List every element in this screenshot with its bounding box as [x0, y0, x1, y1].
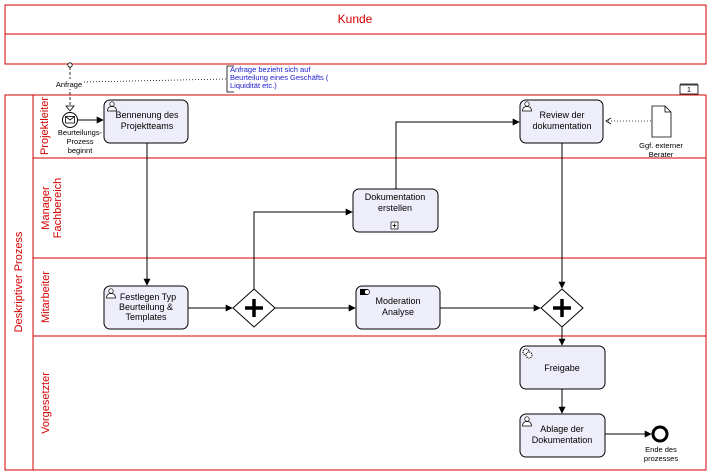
task-dokumentation[interactable]: Dokumentation erstellen [352, 188, 439, 233]
task-festlegen-label-1: Festlegen Typ [120, 292, 176, 302]
task-ablage-label-2: Dokumentation [532, 435, 593, 445]
task-freigabe-label: Freigabe [544, 363, 580, 373]
collapse-marker-label: 1 [687, 85, 691, 94]
start-event-label-3: beginnt [68, 146, 94, 155]
collapse-marker[interactable]: 1 [679, 83, 699, 95]
task-bennenung-label-2: Projektteams [121, 121, 174, 131]
task-dokumentation-label-1: Dokumentation [365, 192, 426, 202]
start-event[interactable]: Beurteilungs- Prozess beginnt [58, 112, 103, 156]
annotation-line1: Anfrage bezieht sich auf [230, 65, 311, 74]
lane-label-fachbereich: Fachbereich [52, 178, 64, 239]
user-task-icon [522, 101, 532, 112]
lane-label-manager: Manager [40, 186, 52, 230]
user-task-icon [522, 416, 532, 427]
send-task-icon [360, 289, 370, 295]
message-flow-anfrage[interactable]: Anfrage [54, 62, 84, 112]
task-ablage[interactable]: Ablage der Dokumentation [519, 413, 606, 458]
sequence-flows [78, 116, 652, 438]
lane-label-mitarbeiter: Mitarbeiter [40, 271, 52, 323]
task-bennenung-label-1: Bennenung des [115, 110, 179, 120]
user-task-icon [107, 101, 117, 112]
task-dokumentation-label-2: erstellen [378, 203, 412, 213]
pool-kunde[interactable]: Kunde [4, 4, 707, 65]
data-object-berater[interactable]: Ggf. externer Berater [639, 105, 683, 159]
data-object-label-1: Ggf. externer [639, 141, 683, 150]
task-ablage-label-1: Ablage der [540, 424, 584, 434]
flow-dokumentation-to-review[interactable] [395, 118, 520, 189]
user-task-icon [106, 288, 116, 299]
end-event-label-1: Ende des [645, 445, 677, 454]
task-festlegen-label-3: Templates [125, 312, 167, 322]
task-review-label-2: dokumentation [532, 121, 591, 131]
task-festlegen[interactable]: Festlegen Typ Beurteilung & Templates [103, 285, 189, 330]
task-festlegen-label-2: Beurteilung & [119, 302, 173, 312]
lane-label-vorgesetzter: Vorgesetzter [40, 372, 52, 434]
pool-kunde-title: Kunde [338, 12, 373, 26]
text-annotation[interactable]: Anfrage bezieht sich auf Beurteilung ein… [226, 65, 329, 93]
task-moderation-label-1: Moderation [375, 296, 420, 306]
lane-label-projektleiter: Projektleiter [39, 97, 51, 155]
start-event-label-1: Beurteilungs- [58, 128, 103, 137]
annotation-line2: Beurteilung eines Geschäfts ( [230, 73, 329, 82]
start-event-label-2: Prozess [66, 137, 93, 146]
parallel-gateway-split[interactable] [232, 288, 276, 328]
task-freigabe[interactable]: Freigabe [519, 345, 606, 390]
gear-icon [522, 348, 533, 359]
task-bennenung[interactable]: Bennenung des Projektteams [103, 99, 189, 144]
task-review[interactable]: Review der dokumentation [519, 99, 604, 144]
annotation-association [83, 78, 227, 83]
pool-main-title: Deskriptiver Prozess [13, 231, 25, 332]
end-event[interactable]: Ende des prozesses [644, 425, 678, 463]
message-flow-label: Anfrage [56, 80, 82, 89]
task-moderation-label-2: Analyse [382, 307, 414, 317]
pool-main[interactable]: Deskriptiver Prozess [4, 94, 707, 471]
annotation-line3: Liquidität etc.) [230, 81, 277, 90]
end-event-label-2: prozesses [644, 454, 678, 463]
flow-gateway-to-dokumentation[interactable] [253, 208, 353, 289]
task-moderation[interactable]: Moderation Analyse [355, 285, 441, 330]
task-review-label-1: Review der [539, 110, 584, 120]
data-object-label-2: Berater [649, 150, 674, 159]
